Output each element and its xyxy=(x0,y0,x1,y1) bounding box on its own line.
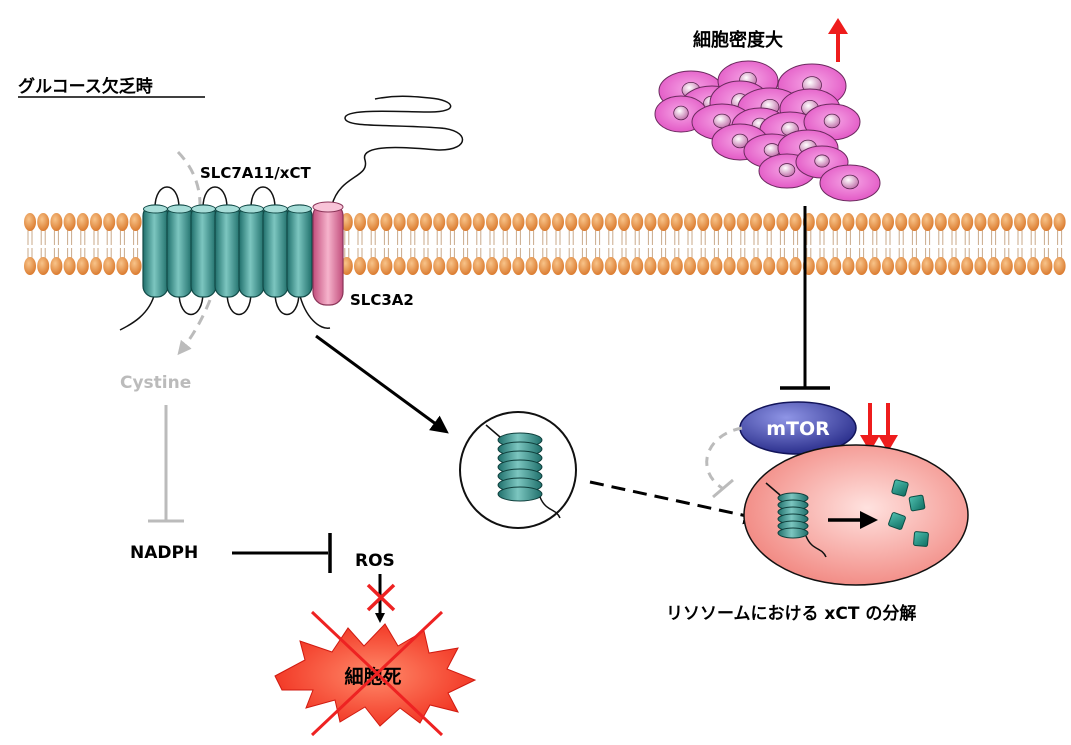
lysosome-trafficking-arrow xyxy=(589,480,762,525)
lysosome-caption: リソソームにおける xCT の分解 xyxy=(666,603,916,624)
double-down-arrow-icon xyxy=(860,403,898,452)
page-title: グルコース欠乏時 xyxy=(18,76,153,97)
endosome-vesicle xyxy=(459,411,577,529)
up-arrow-icon xyxy=(828,18,848,62)
cystine-label: Cystine xyxy=(120,373,191,393)
slc3a2-protein xyxy=(312,201,344,306)
cystine-import-arrow xyxy=(176,150,212,356)
cell-death-cross-icon xyxy=(310,610,444,737)
slc7a11-transporter xyxy=(119,186,331,331)
lysosomal-xct-icon xyxy=(765,482,827,558)
internalization-arrow xyxy=(315,334,449,434)
blocked-x-icon xyxy=(366,583,396,612)
mtor-label: mTOR xyxy=(766,418,830,440)
transporter-label: SLC7A11/xCT xyxy=(200,164,311,182)
slc3a2-tail xyxy=(331,95,463,206)
degraded-fragments xyxy=(888,479,929,547)
lysosome xyxy=(743,444,969,586)
internalized-xct-icon xyxy=(485,424,561,519)
mtor-lysosome-feedback xyxy=(705,426,743,499)
slc3a2-label: SLC3A2 xyxy=(350,291,414,309)
cell-density-label: 細胞密度大 xyxy=(693,29,783,51)
dense-cell-cluster xyxy=(654,60,881,202)
nadph-label: NADPH xyxy=(130,543,198,563)
ros-label: ROS xyxy=(355,551,395,571)
